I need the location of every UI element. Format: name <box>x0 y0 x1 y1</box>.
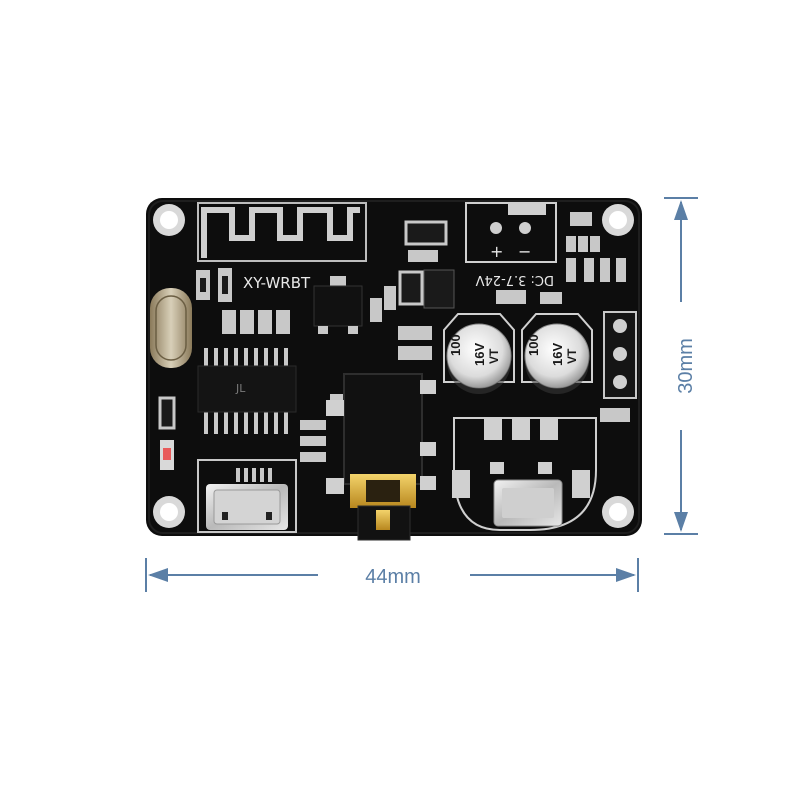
smd-components-right <box>566 212 626 282</box>
model-label: XY-WRBT <box>243 274 311 292</box>
capacitor-2-code: VT <box>565 348 579 364</box>
height-label: 30mm <box>675 338 697 394</box>
pcb-board <box>146 198 642 536</box>
capacitor-1-code: VT <box>487 348 501 364</box>
audio-jack <box>326 373 436 541</box>
antenna-trace <box>197 202 367 262</box>
smd-components-cap-area <box>496 290 630 422</box>
voltage-regulator <box>313 276 363 334</box>
power-label: DC: 3.7-24V <box>475 272 554 287</box>
width-label: 44mm <box>365 566 421 588</box>
height-dimension-line <box>664 197 698 535</box>
capacitor-1-voltage: 16V <box>472 343 487 366</box>
micro-usb-port <box>197 459 297 533</box>
smd-components-top <box>196 268 290 334</box>
status-led <box>158 396 176 470</box>
polarity-minus: − <box>518 242 531 261</box>
crystal-oscillator <box>150 288 192 368</box>
amplifier-section <box>452 417 597 531</box>
header-pins <box>603 311 637 399</box>
inductor-component <box>493 479 563 527</box>
smd-components-middle <box>370 220 455 360</box>
width-dimension-line <box>145 558 639 592</box>
chip-logo: JL <box>235 382 246 395</box>
capacitor-2-value: 100 <box>526 334 541 356</box>
capacitor-1-value: 100 <box>448 334 463 356</box>
capacitor-2-voltage: 16V <box>550 343 565 366</box>
polarity-plus: + <box>490 242 503 261</box>
capacitor-1 <box>443 313 515 394</box>
mounting-holes <box>153 204 634 528</box>
capacitor-2 <box>521 313 593 394</box>
power-terminal <box>465 202 557 263</box>
bluetooth-chip <box>197 348 297 434</box>
